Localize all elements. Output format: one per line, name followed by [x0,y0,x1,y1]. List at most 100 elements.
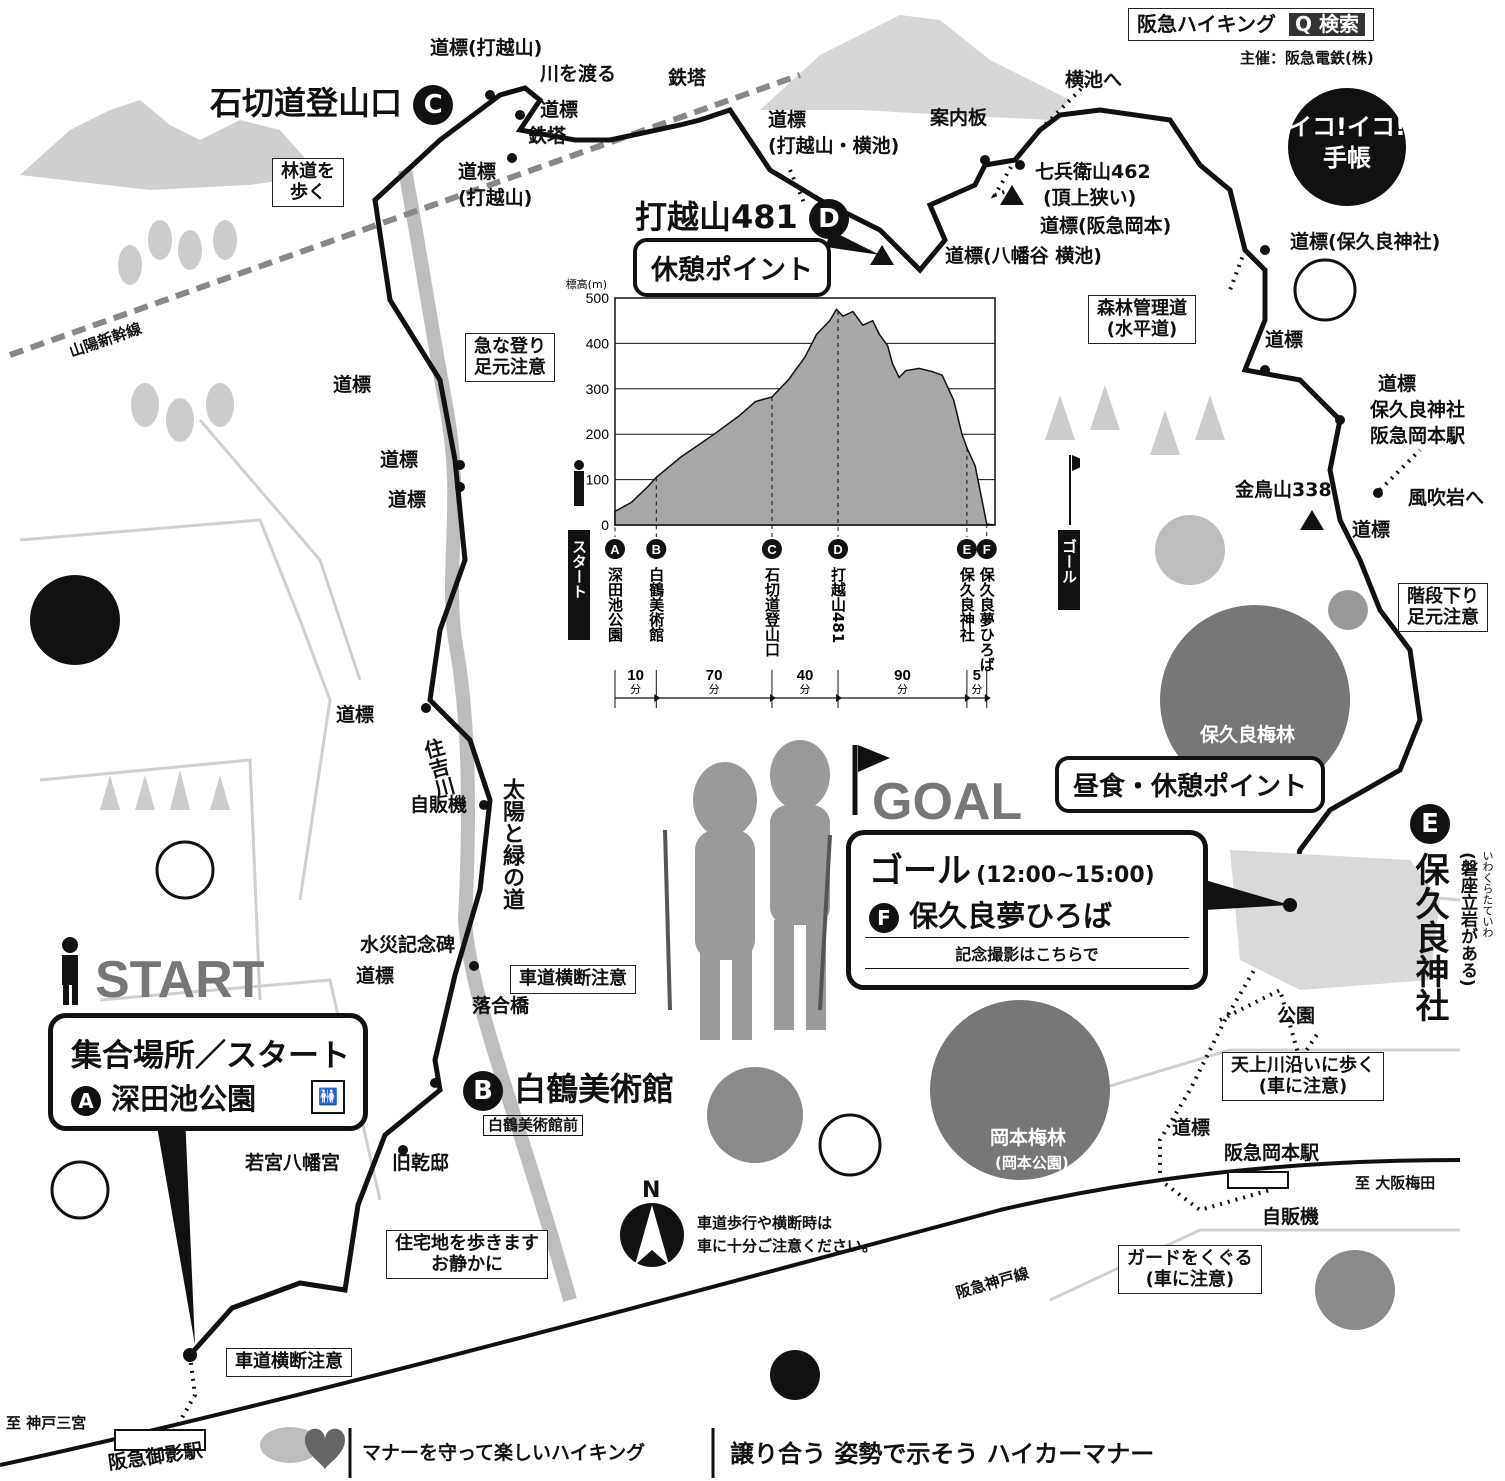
map-label-signpost-yawata: 道標(八幡谷 横池) [945,245,1102,267]
point-c-badge: C [413,85,454,125]
caution-line-2: 車に十分ご注意ください。 [697,1236,878,1255]
map-label-signpost-l1: 道標 [333,374,372,396]
waypoint-name: 石切道登山口 [763,567,781,657]
map-label-signpost-l4: 道標 [336,704,375,726]
waypoint-badge [956,539,977,559]
start-title: 集合場所／スタート [71,1038,350,1074]
map-label-ochiai-bridge: 落合橋 [472,995,530,1017]
note-tenjo: 天上川沿いに歩く(車に注意) [1222,1052,1384,1102]
chart-hiker-icon [574,460,584,470]
waypoint-badge [976,539,997,559]
goal-title: ゴール [869,851,971,891]
map-label-signpost-l3: 道標 [388,489,427,511]
caution-line-1: 車道歩行や横断時は [697,1214,833,1232]
goal-point-badge: F [869,903,899,933]
search-badge: Q 検索 [1288,12,1365,36]
waypoint-letter: D [833,542,842,557]
segment-unit: 分 [897,683,908,696]
iko-iko-logo: イコ!イコ!手帳 [1288,88,1406,206]
map-label-park: 公園 [1277,1005,1316,1027]
goal-point-name: 保久良夢ひろば [909,899,1113,933]
note-line: 林道を [281,161,335,182]
note-line: ガードをくぐる [1127,1248,1253,1269]
map-label-signpost-c1: 道標 [540,99,579,121]
waypoint-name: 保久良神社 [958,566,976,643]
organizer: 主催：阪急電鉄(株) [1240,49,1374,67]
goal-time: (12:00~15:00) [976,863,1155,888]
note-line: 森林管理道 [1097,298,1187,319]
note-line: 歩く [290,181,326,203]
start-hiker-icon [62,937,78,1005]
note-line: 足元注意 [474,356,546,378]
mountain-left [20,100,320,190]
segment-minutes: 10 [627,667,644,684]
rest-d-tail [826,230,880,255]
segment-arrow [964,694,971,702]
map-label-signpost-d-b: (打越山・横池) [768,135,900,157]
map-label-to-kazafuki: 風吹岩へ [1408,487,1485,509]
map-label-signpost-okamoto-st: 道標 [1172,1117,1211,1139]
y-tick-label: 300 [586,381,610,397]
chart-hiker-body-icon [574,471,584,506]
note-line: 急な登り [474,336,546,357]
segment-unit: 分 [630,683,641,696]
map-label-signpost-uchikoshi-2b: (打越山) [458,187,533,209]
plum-blossom-decor [30,258,1395,1400]
goal-note: 記念撮影はこちらで [865,937,1189,969]
segment-minutes: 70 [706,667,723,684]
chart-flag-icon [1072,455,1080,471]
waypoint-name: 打越山481 [829,566,847,643]
point-e-ruby: いわくらたていわ [1481,850,1494,938]
map-label-tower-2: 鉄塔 [668,67,707,89]
start-bar [568,530,590,640]
note-line: 車道横断注意 [519,968,627,989]
footer-right: 譲り合う 姿勢で示そう ハイカーマナー [730,1439,1155,1468]
map-label-signpost-r1: 道標 [1265,329,1304,351]
y-tick-label: 400 [586,335,610,351]
search-label: 検索 [1318,12,1359,36]
dotted-path-2 [990,159,1017,199]
note-road-cross-2: 車道横断注意 [226,1348,352,1377]
note-line: 車道横断注意 [235,1351,343,1372]
segment-minutes: 5 [973,667,981,684]
start-point-name: 深田池公園 [111,1082,257,1116]
map-label-signpost-l5: 道標 [356,965,395,987]
point-b-label: B 白鶴美術館 [463,1064,674,1111]
map-label-hankyu-okamoto: 阪急岡本駅 [1224,1142,1320,1164]
segment-arrow [984,694,991,702]
start-point-badge: A [71,1086,101,1116]
waypoint-badge [761,539,782,559]
map-label-signpost-r2c: 阪急岡本駅 [1370,425,1466,447]
note-line: 階段下り [1407,586,1479,607]
start-heading: START [95,951,265,1009]
goal-callout: ゴール (12:00~15:00) F 保久良夢ひろば 記念撮影はこちらで [846,830,1208,990]
map-label-to-umeda: 至 大阪梅田 [1355,1174,1436,1192]
waypoint-letter: F [983,542,991,557]
hokura-baien-grove [1160,605,1350,795]
note-rindo: 林道を歩く [272,158,344,208]
elevation-area [614,308,996,526]
brand-box: 阪急ハイキング Q 検索 [1128,8,1374,41]
okamoto-station-box [1227,1171,1289,1189]
segment-arrow [654,694,661,702]
map-label-vending-1: 自販機 [410,794,468,816]
peak-shichibee-icon [1000,185,1024,205]
segment-unit: 分 [800,683,811,696]
note-line: お静かに [431,1253,503,1275]
note-residential: 住宅地を歩きますお静かに [386,1230,548,1280]
goal-bar [1058,530,1080,610]
goal-point: F 保久良夢ひろば [869,893,1112,935]
y-axis-label: 標高(m) [566,277,607,291]
map-label-wakamiya: 若宮八幡宮 [245,1152,341,1174]
map-label-to-sannomiya: 至 神戸三宮 [6,1414,87,1432]
okamoto-baien-grove [930,1000,1110,1180]
map-label-tower-1: 鉄塔 [528,125,567,147]
waypoint-badge [646,539,667,559]
waypoint-letter: B [652,542,661,557]
north-arrow-icon [620,1203,684,1267]
map-label-signpost-uchikoshi-top: 道標(打越山) [430,37,543,59]
waypoint-letter: E [963,542,972,557]
map-label-to-yokoike: 横池へ [1065,69,1123,91]
